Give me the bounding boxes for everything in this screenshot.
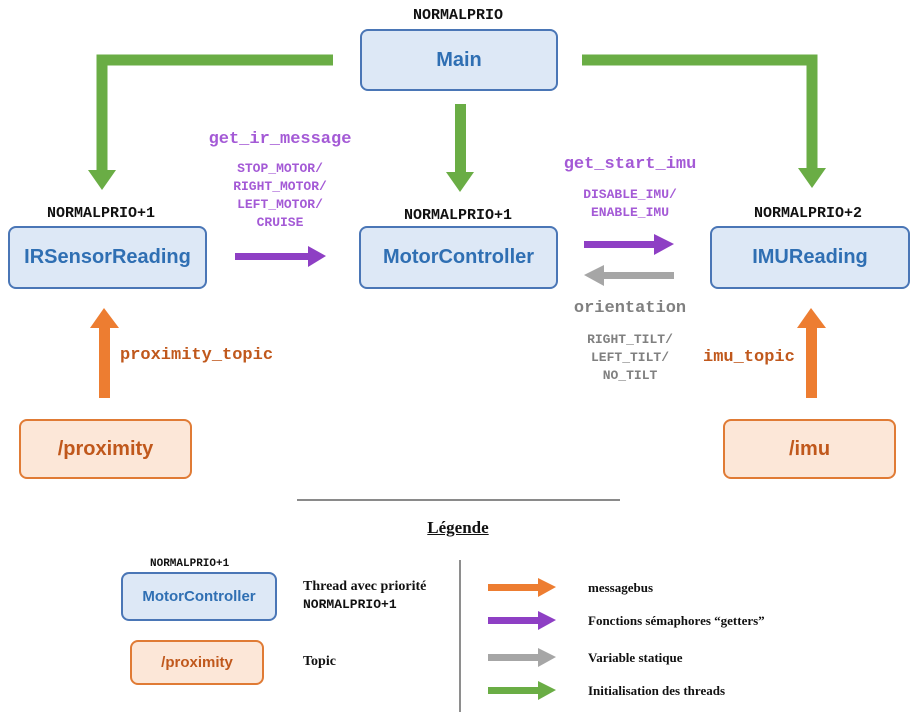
topic-proximity-label: /proximity (57, 437, 154, 460)
messagebus-arrow-proximity-to-ir (99, 326, 110, 398)
topic-imu-label: /imu (788, 437, 831, 460)
edge-value: RIGHT_MOTOR/ (233, 179, 327, 194)
static-arrow-imu-to-motor-head (584, 265, 604, 286)
legend-arrow-init-head (538, 681, 556, 700)
edge-value: RIGHT_TILT/ (587, 332, 673, 347)
edge-label-get-ir-message: get_ir_message (208, 130, 352, 149)
legend-label-init: Initialisation des threads (588, 683, 726, 698)
legend-title: Légende (427, 518, 489, 537)
legend-topic-example-label: /proximity (161, 654, 233, 671)
edge-values-get-ir-message: STOP_MOTOR/ RIGHT_MOTOR/ LEFT_MOTOR/ CRU… (205, 160, 355, 232)
edge-value: ENABLE_IMU (590, 205, 669, 220)
getter-arrow-motor-to-imu-head (654, 234, 674, 255)
init-arrow-main-to-ir (96, 54, 333, 172)
init-arrow-main-to-imu (582, 54, 818, 170)
thread-motor-controller: MotorController (359, 226, 558, 289)
legend-thread-desc-line2: NORMALPRIO+1 (303, 597, 397, 612)
legend-thread-example: MotorController (121, 572, 277, 621)
thread-ir-sensor-label: IRSensorReading (24, 246, 191, 268)
static-arrow-imu-to-motor (602, 272, 674, 279)
imu-reading-priority: NORMALPRIO+2 (754, 205, 863, 222)
thread-main-label: Main (436, 48, 482, 71)
thread-motor-controller-label: MotorController (382, 246, 535, 268)
legend-topic-example: /proximity (130, 640, 264, 685)
legend-arrow-static-head (538, 648, 556, 667)
edge-value: DISABLE_IMU/ (583, 187, 677, 202)
edge-values-orientation: RIGHT_TILT/ LEFT_TILT/ NO_TILT (555, 331, 705, 385)
legend-arrow-messagebus-head (538, 578, 556, 597)
legend-arrow-getters-head (538, 611, 556, 630)
ir-sensor-priority: NORMALPRIO+1 (47, 205, 156, 222)
legend-arrow-static (488, 654, 540, 661)
legend-thread-example-label: MotorController (142, 588, 256, 605)
getter-arrow-ir-to-motor-head (308, 246, 326, 267)
thread-main: Main (360, 29, 558, 91)
edge-label-imu-topic: imu_topic (703, 348, 795, 367)
topic-imu: /imu (723, 419, 896, 479)
legend-label-static: Variable statique (588, 650, 683, 665)
messagebus-arrow-imu-topic-to-imu (806, 326, 817, 398)
legend-arrow-init (488, 687, 540, 694)
edge-value: NO_TILT (602, 368, 658, 383)
edge-value: LEFT_MOTOR/ (237, 197, 323, 212)
init-arrow-main-to-motor-head (446, 172, 474, 192)
messagebus-arrow-imu-topic-to-imu-head (797, 308, 826, 328)
edge-label-get-start-imu: get_start_imu (563, 155, 697, 174)
init-arrow-main-to-imu-head (798, 168, 826, 188)
legend-thread-priority: NORMALPRIO+1 (150, 558, 230, 570)
legend-thread-desc-line1: Thread avec priorité (303, 579, 427, 594)
edge-label-orientation: orientation (573, 299, 687, 318)
legend-arrow-getters (488, 617, 540, 624)
thread-imu-reading: IMUReading (710, 226, 910, 289)
edge-value: LEFT_TILT/ (590, 350, 669, 365)
edge-values-get-start-imu: DISABLE_IMU/ ENABLE_IMU (555, 186, 705, 222)
legend-label-messagebus: messagebus (588, 580, 654, 595)
init-arrow-main-to-motor (455, 104, 466, 174)
messagebus-arrow-proximity-to-ir-head (90, 308, 119, 328)
motor-controller-priority: NORMALPRIO+1 (404, 207, 513, 224)
getter-arrow-motor-to-imu (584, 241, 656, 248)
topic-proximity: /proximity (19, 419, 192, 479)
edge-value: STOP_MOTOR/ (237, 161, 323, 176)
thread-imu-reading-label: IMUReading (752, 246, 868, 268)
edge-value: CRUISE (256, 215, 304, 230)
thread-ir-sensor-reading: IRSensorReading (8, 226, 207, 289)
legend-topic-desc: Topic (303, 654, 336, 669)
edge-label-proximity-topic: proximity_topic (120, 346, 274, 365)
init-arrow-main-to-ir-head (88, 170, 116, 190)
main-priority: NORMALPRIO (412, 7, 503, 24)
getter-arrow-ir-to-motor (235, 253, 310, 260)
legend-arrow-messagebus (488, 584, 540, 591)
legend-label-getters: Fonctions sémaphores “getters” (588, 613, 765, 628)
